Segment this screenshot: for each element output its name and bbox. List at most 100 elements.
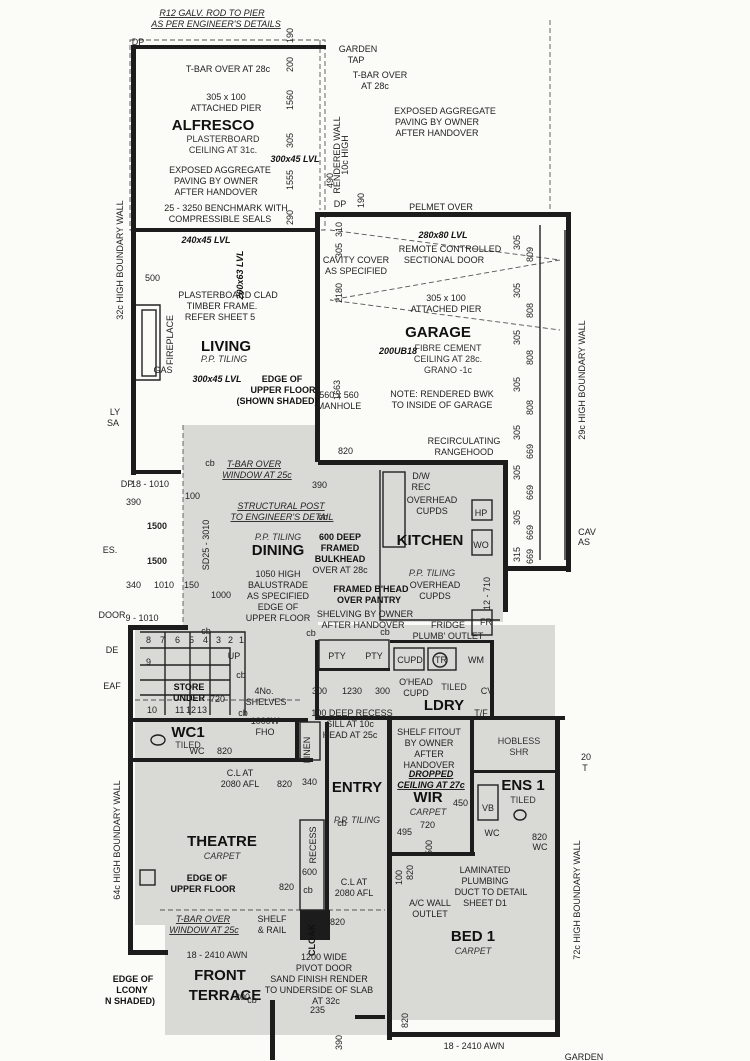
dim-669c: 669 (525, 525, 535, 540)
note-sectional-2: SECTIONAL DOOR (404, 255, 485, 265)
annotations: R12 GALV. ROD TO PIER AS PER ENGINEER'S … (99, 8, 604, 1061)
note-plumbing-2: PLUMBING (461, 876, 508, 886)
note-rendered-2: RENDERED WALL (332, 116, 342, 193)
note-gas: GAS (153, 365, 172, 375)
note-rec: REC (411, 482, 431, 492)
note-shelf-rail-2: & RAIL (258, 925, 287, 935)
note-dw: D/W (412, 471, 430, 481)
note-cloak: CLOAK (307, 924, 317, 956)
note-tbar-window-4: WINDOW AT 25c (169, 925, 239, 935)
note-pier-2: ATTACHED PIER (191, 103, 262, 113)
dim-150: 150 (184, 580, 199, 590)
dim-340: 340 (126, 580, 141, 590)
note-ohead-2: CUPD (403, 688, 429, 698)
note-recess-1: 100 DEEP RECESS (311, 708, 392, 718)
note-lvl-200: 200x63 LVL (235, 250, 245, 300)
note-twenty: 20 (581, 752, 591, 762)
note-cv: CV (481, 686, 494, 696)
wall-left-lower: 64c HIGH BOUNDARY WALL (112, 780, 122, 899)
dim-305r3: 305 (512, 330, 522, 345)
note-pelmet: PELMET OVER (409, 202, 473, 212)
note-wm: WM (468, 655, 484, 665)
dim-820f: 820 (532, 832, 547, 842)
note-plasterboard-2: TIMBER FRAME. (187, 301, 258, 311)
dim-305r2: 305 (512, 283, 522, 298)
kitchen-label: KITCHEN (397, 532, 464, 549)
note-cl1-2: 2080 AFL (221, 779, 260, 789)
note-shelf-3: AFTER (414, 749, 444, 759)
note-ly: LY (110, 407, 120, 417)
alfresco-finish-1: PLASTERBOARD (186, 134, 260, 144)
dim-500: 500 (145, 273, 160, 283)
note-wc1-wc: WC (190, 746, 205, 756)
dim-1000: 1000 (211, 590, 231, 600)
dim-390a: 390 (126, 497, 141, 507)
garage-finish-2: CEILING AT 28c. (414, 354, 482, 364)
note-benchmark-2: COMPRESSIBLE SEALS (169, 214, 272, 224)
dim-820c: 820 (277, 779, 292, 789)
dim-315: 315 (512, 547, 522, 562)
ldry-finish: TILED (441, 682, 467, 692)
dim-808b: 808 (525, 350, 535, 365)
dim-820e: 820 (330, 917, 345, 927)
alfresco-label: ALFRESCO (172, 117, 255, 134)
note-ohc-2: CUPDS (416, 506, 448, 516)
note-exposed-top-2: PAVING BY OWNER (395, 117, 480, 127)
note-sd: SD25 - 3010 (201, 520, 211, 571)
note-tf: T/F (474, 708, 488, 718)
note-lvl-280: 280x80 LVL (417, 230, 467, 240)
dimensions: 190 200 1560 305 1555 290 490 190 310 30… (126, 28, 547, 1050)
note-garage-pier-2: ATTACHED PIER (411, 304, 482, 314)
theatre-finish: CARPET (204, 851, 242, 861)
note-rangehood-1: RECIRCULATING (428, 436, 501, 446)
note-plumbing-3: DUCT TO DETAIL (455, 887, 528, 897)
note-garage-pier-1: 305 x 100 (426, 293, 466, 303)
note-cb-8: cb (337, 818, 347, 828)
note-bhead-1: FRAMED B'HEAD (333, 584, 409, 594)
wc1-label: WC1 (171, 724, 204, 741)
note-exposed-1: EXPOSED AGGREGATE (169, 165, 271, 175)
wall-right-garage: 29c HIGH BOUNDARY WALL (577, 320, 587, 439)
note-sand-3: AT 32c (312, 996, 340, 1006)
note-eaf: EAF (103, 681, 121, 691)
stair-12: 12 (186, 705, 196, 715)
dim-190b: 190 (356, 193, 366, 208)
note-plasterboard-1: PLASTERBOARD CLAD (178, 290, 278, 300)
note-pivot-2: PIVOT DOOR (296, 963, 353, 973)
dim-305r5: 305 (512, 425, 522, 440)
note-exposed-3: AFTER HANDOVER (174, 187, 258, 197)
note-shelf-rail-1: SHELF (257, 914, 287, 924)
note-bhead-2: OVER PANTRY (337, 595, 401, 605)
note-sand-2: TO UNDERSIDE OF SLAB (265, 985, 373, 995)
dim-669a: 669 (525, 444, 535, 459)
note-cavity-1: CAVITY COVER (323, 255, 390, 265)
ens1-shower-2: SHR (509, 747, 529, 757)
note-es: ES. (103, 545, 118, 555)
note-cb-2: cb (318, 512, 328, 522)
note-edge-balcony-2: LCONY (116, 985, 148, 995)
note-exposed-top-1: EXPOSED AGGREGATE (394, 106, 496, 116)
note-vb: VB (482, 803, 494, 813)
note-post-1: STRUCTURAL POST (237, 501, 326, 511)
note-cb-10: cb (247, 995, 257, 1005)
dim-808c: 808 (525, 400, 535, 415)
note-balustrade-2: BALUSTRADE (248, 580, 308, 590)
note-edge-theatre-2: UPPER FLOOR (170, 884, 236, 894)
dim-720b: 720 (420, 820, 435, 830)
alfresco-finish-2: CEILING AT 31c. (189, 145, 257, 155)
note-tr: TR (435, 655, 447, 665)
note-cb-4: cb (236, 670, 246, 680)
dim-490: 490 (325, 173, 335, 188)
note-ens-wc2: WC (533, 842, 548, 852)
dim-305r6: 305 (512, 465, 522, 480)
dim-500b: 500 (424, 840, 434, 855)
note-cavity-2: AS SPECIFIED (325, 266, 388, 276)
stair-3: 3 (216, 635, 221, 645)
note-cav-1: CAV (578, 527, 596, 537)
dim-290: 290 (285, 210, 295, 225)
ens1-finish: TILED (510, 795, 536, 805)
note-balustrade-3: AS SPECIFIED (247, 591, 310, 601)
note-pivot-1: 1200 WIDE (301, 952, 347, 962)
note-rod-1: R12 GALV. ROD TO PIER (159, 8, 265, 18)
